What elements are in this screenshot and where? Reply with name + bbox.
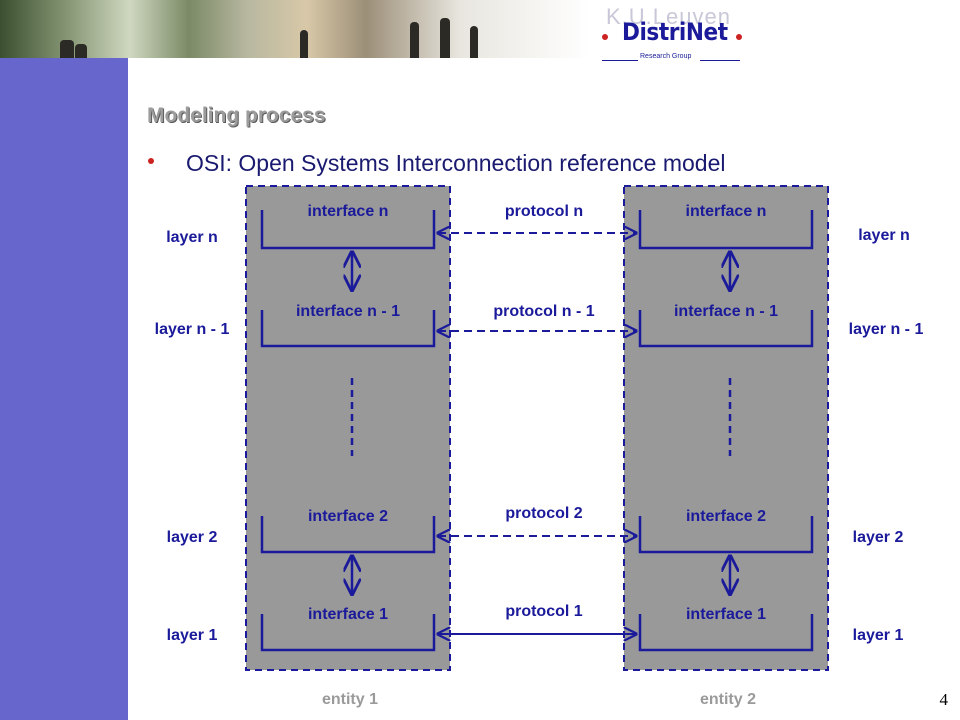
page-number: 4 <box>939 690 949 709</box>
protocol-label: protocol 1 <box>505 603 582 620</box>
interface-bracket <box>260 516 436 554</box>
interface-label: interface 2 <box>308 508 388 525</box>
interface-label: interface n <box>686 203 767 220</box>
layer-label-right: layer 1 <box>853 627 904 644</box>
interface-label: interface 1 <box>686 606 766 623</box>
interface-bracket <box>638 516 814 554</box>
entity-2-box <box>623 185 829 671</box>
layer-label-left: layer n - 1 <box>155 321 230 338</box>
protocol-label: protocol 2 <box>505 505 582 522</box>
interface-bracket <box>638 310 814 348</box>
interface-label: interface 1 <box>308 606 388 623</box>
interface-label: interface 2 <box>686 508 766 525</box>
layer-label-left: layer n <box>166 229 218 246</box>
logo-dot-right <box>736 34 742 40</box>
logo-rule-right <box>700 60 740 61</box>
bullet-text: OSI: Open Systems Interconnection refere… <box>186 150 726 176</box>
interface-label: interface n - 1 <box>674 303 778 320</box>
layer-label-right: layer n <box>858 227 910 244</box>
layer-label-right: layer 2 <box>853 529 904 546</box>
interface-bracket <box>638 210 814 250</box>
logo-ghost-text: K.U.Leuven <box>606 4 731 29</box>
protocol-label: protocol n <box>505 203 583 220</box>
logo-subtitle: Research Group <box>640 53 692 60</box>
layer-label-right: layer n - 1 <box>849 321 924 338</box>
logo-rule-left <box>602 60 638 61</box>
entity-1-box <box>245 185 451 671</box>
distrinet-logo: K.U.Leuven DistriNet Research Group <box>592 4 752 68</box>
section-title: Modeling process <box>147 104 326 127</box>
entity-1-label: entity 1 <box>322 691 378 708</box>
interface-bracket <box>260 210 436 250</box>
interface-label: interface n <box>308 203 389 220</box>
interface-bracket <box>260 614 436 652</box>
logo-dot-left <box>602 34 608 40</box>
interface-bracket <box>638 614 814 652</box>
interface-label: interface n - 1 <box>296 303 400 320</box>
interface-bracket <box>260 310 436 348</box>
sidebar-band <box>0 0 128 720</box>
entity-2-label: entity 2 <box>700 691 756 708</box>
layer-label-left: layer 2 <box>167 529 218 546</box>
protocol-label: protocol n - 1 <box>493 303 594 320</box>
bullet-icon <box>148 158 154 164</box>
layer-label-left: layer 1 <box>167 627 218 644</box>
logo-wordmark: DistriNet <box>622 18 728 46</box>
campus-photo-banner <box>0 0 590 58</box>
